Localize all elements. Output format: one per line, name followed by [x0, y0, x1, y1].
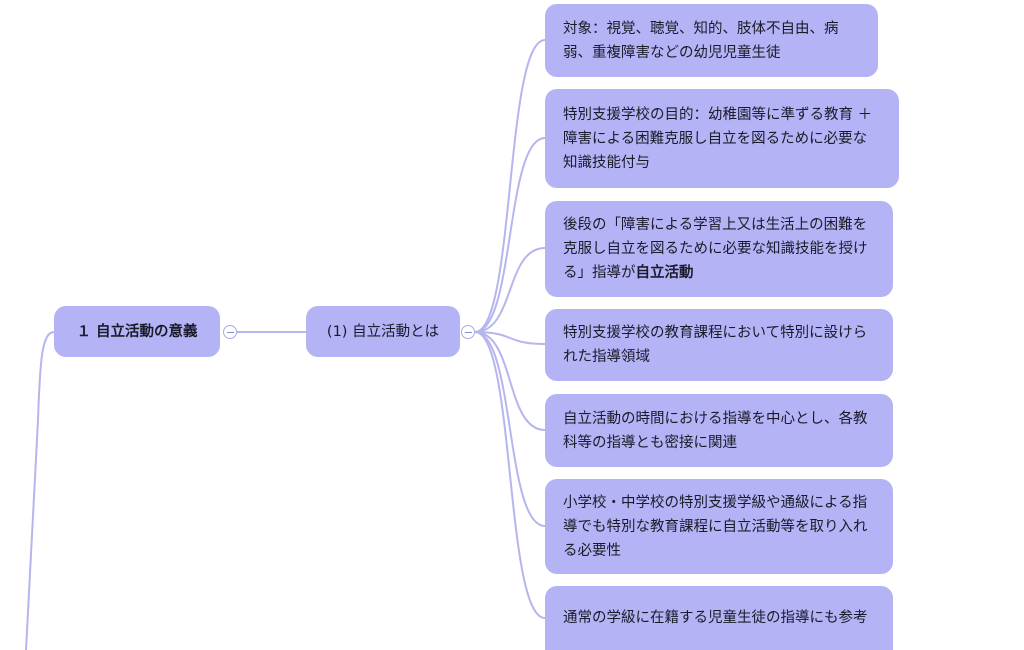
minus-circle-icon[interactable]	[223, 325, 237, 339]
child-node-text: 小学校・中学校の特別支援学級や通級による指導でも特別な教育課程に自立活動等を取り…	[563, 494, 868, 559]
connector-child-1	[474, 39, 546, 333]
child-node-text: 特別支援学校の目的：幼稚園等に準ずる教育 ＋ 障害による困難克服し自立を図るため…	[563, 106, 873, 171]
node-level2-label: (1) 自立活動とは	[326, 323, 440, 340]
node-level1-label: １ 自立活動の意義	[76, 323, 198, 340]
child-node-4[interactable]: 特別支援学校の教育課程において特別に設けられた指導領域	[545, 309, 893, 381]
connector-child-6	[474, 331, 546, 527]
connector-child-2	[474, 137, 546, 333]
child-node-bold-text: 自立活動	[635, 265, 694, 281]
minus-circle-icon[interactable]	[461, 325, 475, 339]
child-node-3[interactable]: 後段の「障害による学習上又は生活上の困難を克服し自立を図るために必要な知識技能を…	[545, 201, 893, 297]
child-node-text: 自立活動の時間における指導を中心とし、各教科等の指導とも密接に関連	[563, 410, 868, 451]
child-node-text: 後段の「障害による学習上又は生活上の困難を克服し自立を図るために必要な知識技能を…	[563, 217, 868, 281]
child-node-2[interactable]: 特別支援学校の目的：幼稚園等に準ずる教育 ＋ 障害による困難克服し自立を図るため…	[545, 89, 899, 188]
child-node-text: 通常の学級に在籍する児童生徒の指導にも参考	[563, 610, 868, 626]
connector-child-7	[474, 331, 546, 619]
connector-root	[25, 331, 55, 650]
child-node-7[interactable]: 通常の学級に在籍する児童生徒の指導にも参考	[545, 586, 893, 650]
child-node-text: 対象：視覚、聴覚、知的、肢体不自由、病弱、重複障害などの幼児児童生徒	[563, 20, 839, 61]
node-level1[interactable]: １ 自立活動の意義	[54, 306, 220, 357]
child-node-5[interactable]: 自立活動の時間における指導を中心とし、各教科等の指導とも密接に関連	[545, 394, 893, 467]
child-node-text: 特別支援学校の教育課程において特別に設けられた指導領域	[563, 325, 868, 365]
connector-child-3	[474, 247, 546, 333]
node-level2[interactable]: (1) 自立活動とは	[306, 306, 460, 357]
connector-child-4	[474, 331, 546, 345]
child-node-1[interactable]: 対象：視覚、聴覚、知的、肢体不自由、病弱、重複障害などの幼児児童生徒	[545, 4, 878, 77]
child-node-6[interactable]: 小学校・中学校の特別支援学級や通級による指導でも特別な教育課程に自立活動等を取り…	[545, 479, 893, 574]
connector-child-5	[474, 331, 546, 431]
